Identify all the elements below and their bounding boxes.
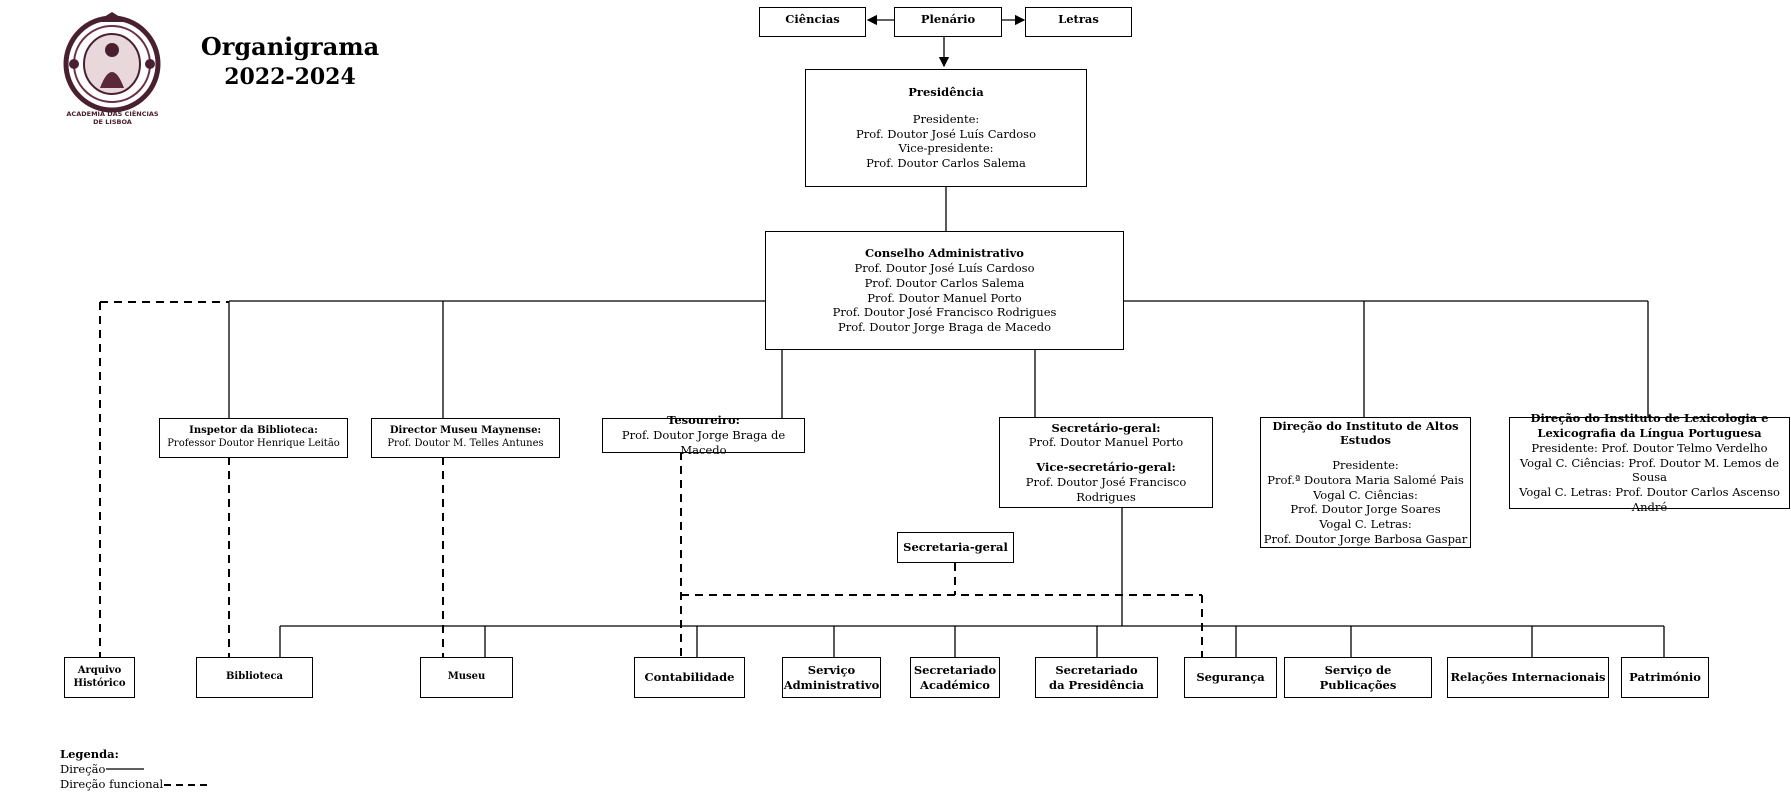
node-arquivo-historico: Arquivo Histórico — [64, 657, 135, 698]
academy-logo: ACADEMIA DAS CIÊNCIAS DE LISBOA — [60, 6, 165, 126]
node-letras: Letras — [1025, 7, 1132, 37]
node-secretario-geral: Secretário-geral: Prof. Doutor Manuel Po… — [999, 417, 1213, 508]
node-contabilidade: Contabilidade — [634, 657, 745, 698]
node-instituto-altos-estudos: Direção do Instituto de Altos Estudos Pr… — [1260, 417, 1471, 548]
node-relacoes-internacionais: Relações Internacionais — [1447, 657, 1609, 698]
node-seguranca: Segurança — [1184, 657, 1277, 698]
page-years: 2022-2024 — [224, 64, 356, 90]
node-instituto-lexicologia: Direção do Instituto de Lexicologia e Le… — [1509, 411, 1790, 514]
node-inspetor-biblioteca: Inspetor da Biblioteca: Professor Doutor… — [159, 418, 348, 458]
node-presidencia: Presidência Presidente: Prof. Doutor Jos… — [805, 69, 1087, 187]
node-patrimonio: Património — [1621, 657, 1709, 698]
node-secretariado-presidencia: Secretariado da Presidência — [1035, 657, 1158, 698]
node-museu: Museu — [420, 657, 513, 698]
legend-direcao: Direção — [60, 762, 106, 776]
node-tesoureiro: Tesoureiro: Prof. Doutor Jorge Braga de … — [602, 413, 805, 457]
node-ciencias: Ciências — [759, 7, 866, 37]
node-conselho-administrativo: Conselho Administrativo Prof. Doutor Jos… — [765, 231, 1124, 350]
seal-icon — [63, 12, 161, 113]
node-plenario: Plenário — [894, 7, 1002, 37]
node-biblioteca: Biblioteca — [196, 657, 313, 698]
legend: Legenda: Direção Direção funcional — [60, 747, 163, 792]
node-secretariado-academico: Secretariado Académico — [910, 657, 1000, 698]
node-secretaria-geral: Secretaria-geral — [897, 532, 1014, 563]
legend-direcao-funcional: Direção funcional — [60, 777, 164, 791]
page-title: Organigrama — [200, 32, 380, 61]
node-servico-publicacoes: Serviço de Publicações — [1284, 657, 1432, 698]
legend-title: Legenda: — [60, 747, 119, 761]
logo-text: ACADEMIA DAS CIÊNCIAS DE LISBOA — [66, 110, 159, 126]
node-director-museu: Director Museu Maynense: Prof. Doutor M.… — [371, 418, 560, 458]
node-servico-administrativo: Serviço Administrativo — [782, 657, 881, 698]
